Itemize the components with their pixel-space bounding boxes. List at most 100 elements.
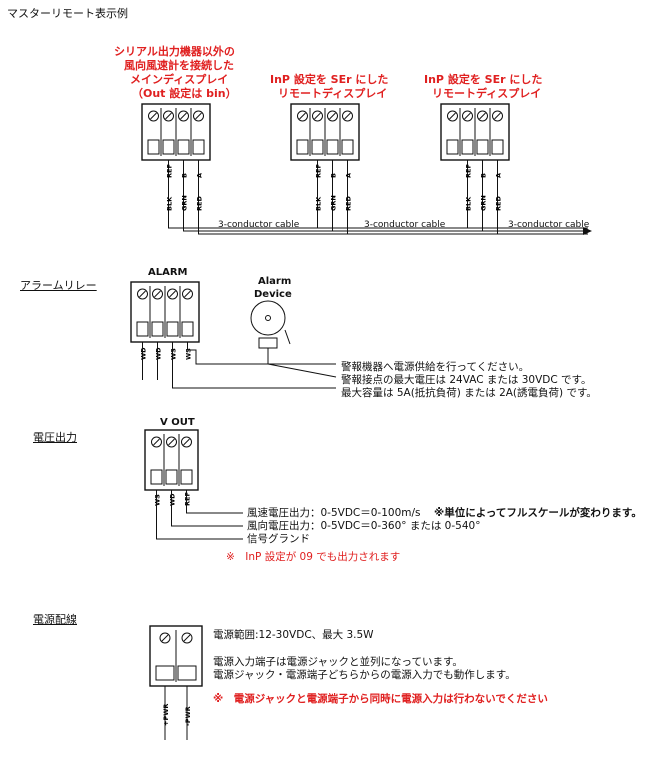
alarm-device-wire (267, 363, 337, 378)
remote-3-screw-2-slot (464, 112, 471, 120)
section-power-wiring: 電源配線 (33, 613, 77, 626)
remote-display-caption-line1: InP 設定を SEr にした (270, 73, 389, 86)
vout-clamp-3 (180, 469, 193, 485)
alarm-clamp-3 (166, 321, 179, 337)
remote-display-caption-line2: リモートディスプレイ (278, 87, 388, 100)
alarm-device-label-line2: Device (254, 289, 292, 300)
remote-1-clamp-4 (192, 139, 205, 155)
bus-line-1 (168, 225, 588, 229)
power-clamp-2 (177, 665, 197, 681)
alarm-screw-4-slot (184, 290, 191, 298)
alarm-device-base (258, 337, 278, 349)
remote-display2-caption-line1: InP 設定を SEr にした (424, 73, 543, 86)
bus-arrow-head (583, 227, 592, 235)
remote-3-terminal-label-2: B (480, 173, 488, 178)
power-terminal-label-2: -PWR (184, 706, 192, 726)
remote-display2-caption-line2: リモートディスプレイ (432, 87, 542, 100)
alarm-wire-ws-2 (187, 342, 336, 365)
remote-3-screw-4-slot (494, 112, 501, 120)
alarm-wire-ws-1 (172, 342, 336, 389)
alarm-clamp-1 (136, 321, 149, 337)
vout-terminal-label-1: WS (154, 494, 162, 506)
remote-2-screw-3-slot (329, 112, 336, 120)
alarm-screw-2-slot (154, 290, 161, 298)
remote-2-wire-label-1: BLK (315, 196, 323, 211)
section-alarm-relay: アラームリレー (20, 279, 97, 292)
remote-2-screw-2-slot (314, 112, 321, 120)
remote-2-clamp-4 (341, 139, 354, 155)
remote-3-wire-label-3: RED (495, 196, 503, 211)
vout-wire-speed (186, 490, 243, 514)
alarm-title: ALARM (148, 267, 188, 278)
power-range: 電源範囲:12-30VDC、最大 3.5W (213, 629, 374, 641)
power-red-note: ※ 電源ジャックと電源端子から同時に電源入力は行わないでください (213, 693, 548, 705)
alarm-note-1: 警報機器へ電源供給を行ってください。 (341, 361, 530, 373)
main-display-caption-line1: シリアル出力機器以外の (114, 45, 235, 58)
alarm-device-label-line1: Alarm (258, 276, 292, 287)
remote-1-terminal-label-3: A (196, 173, 204, 178)
alarm-note-2: 警報接点の最大電圧は 24VAC または 30VDC です。 (341, 374, 592, 386)
cable-label-1: 3-conductor cable (218, 220, 300, 230)
remote-2-terminal-label-3: A (345, 173, 353, 178)
remote-3-clamp-3 (476, 139, 489, 155)
alarm-device-bell-center (265, 315, 271, 321)
vout-terminal-label-2: WD (169, 493, 177, 506)
power-para2: 電源ジャック・電源端子どちらからの電源入力でも動作します。 (213, 669, 516, 681)
cable-label-2: 3-conductor cable (364, 220, 446, 230)
alarm-terminal-label-1: WD (140, 347, 148, 360)
alarm-terminal-label-4: WS (185, 348, 193, 360)
cable-label-3: 3-conductor cable (508, 220, 590, 230)
remote-1-wire-label-1: BLK (166, 196, 174, 211)
vout-clamp-2 (165, 469, 178, 485)
remote-2-wire-label-3: RED (345, 196, 353, 211)
power-screw-2-slot (183, 634, 191, 642)
remote-3-clamp-1 (446, 139, 459, 155)
remote-3-screw-3-slot (479, 112, 486, 120)
vout-screw-3-slot (183, 438, 190, 446)
power-clamp-1 (155, 665, 175, 681)
remote-2-screw-1-slot (299, 112, 306, 120)
remote-2-terminal-label-2: B (330, 173, 338, 178)
remote-1-clamp-1 (147, 139, 160, 155)
remote-2-clamp-1 (296, 139, 309, 155)
alarm-clamp-2 (151, 321, 164, 337)
vout-note-wind-direction: 風向電圧出力：0-5VDC＝0-360° または 0-540° (247, 520, 481, 532)
alarm-screw-3-slot (169, 290, 176, 298)
remote-1-terminal-label-2: B (181, 173, 189, 178)
remote-1-screw-1-slot (150, 112, 157, 120)
alarm-note-3: 最大容量は 5A(抵抗負荷) または 2A(誘電負荷) です。 (341, 387, 597, 399)
page-title: マスターリモート表示例 (7, 7, 128, 20)
remote-2-screw-4-slot (344, 112, 351, 120)
alarm-terminal-label-3: WS (170, 348, 178, 360)
alarm-device-arm (284, 329, 291, 345)
main-display-caption-line3: メインディスプレイ (130, 73, 229, 86)
power-terminal-label-1: +PWR (162, 704, 170, 726)
vout-note-fullscale: ※単位によってフルスケールが変わります。 (434, 507, 642, 519)
remote-2-wire-label-2: GRN (330, 195, 338, 211)
remote-3-terminal-label-3: A (495, 173, 503, 178)
remote-1-clamp-2 (162, 139, 175, 155)
alarm-clamp-4 (181, 321, 194, 337)
remote-3-terminal-label-1: REF (465, 164, 473, 178)
vout-wire-direction (171, 490, 243, 527)
vout-red-note: ※ InP 設定が 09 でも出力されます (226, 551, 401, 563)
remote-1-terminal-label-1: REF (166, 164, 174, 178)
remote-2-clamp-3 (326, 139, 339, 155)
vout-title: V OUT (160, 417, 195, 428)
bus-line-3 (198, 225, 588, 235)
section-voltage-output: 電圧出力 (33, 431, 77, 444)
remote-1-screw-4-slot (195, 112, 202, 120)
power-screw-1-slot (161, 634, 169, 642)
vout-terminal-label-3: REF (184, 492, 192, 506)
remote-1-clamp-3 (177, 139, 190, 155)
remote-1-screw-3-slot (180, 112, 187, 120)
vout-wire-ground (156, 490, 243, 540)
remote-3-wire-label-2: GRN (480, 195, 488, 211)
remote-1-wire-label-3: RED (196, 196, 204, 211)
vout-note-signal-ground: 信号グランド (247, 533, 310, 545)
main-display-caption-line4: （Out 設定は bin） (132, 87, 237, 100)
bus-line-2 (183, 225, 588, 232)
remote-1-wire-label-2: GRN (181, 195, 189, 211)
